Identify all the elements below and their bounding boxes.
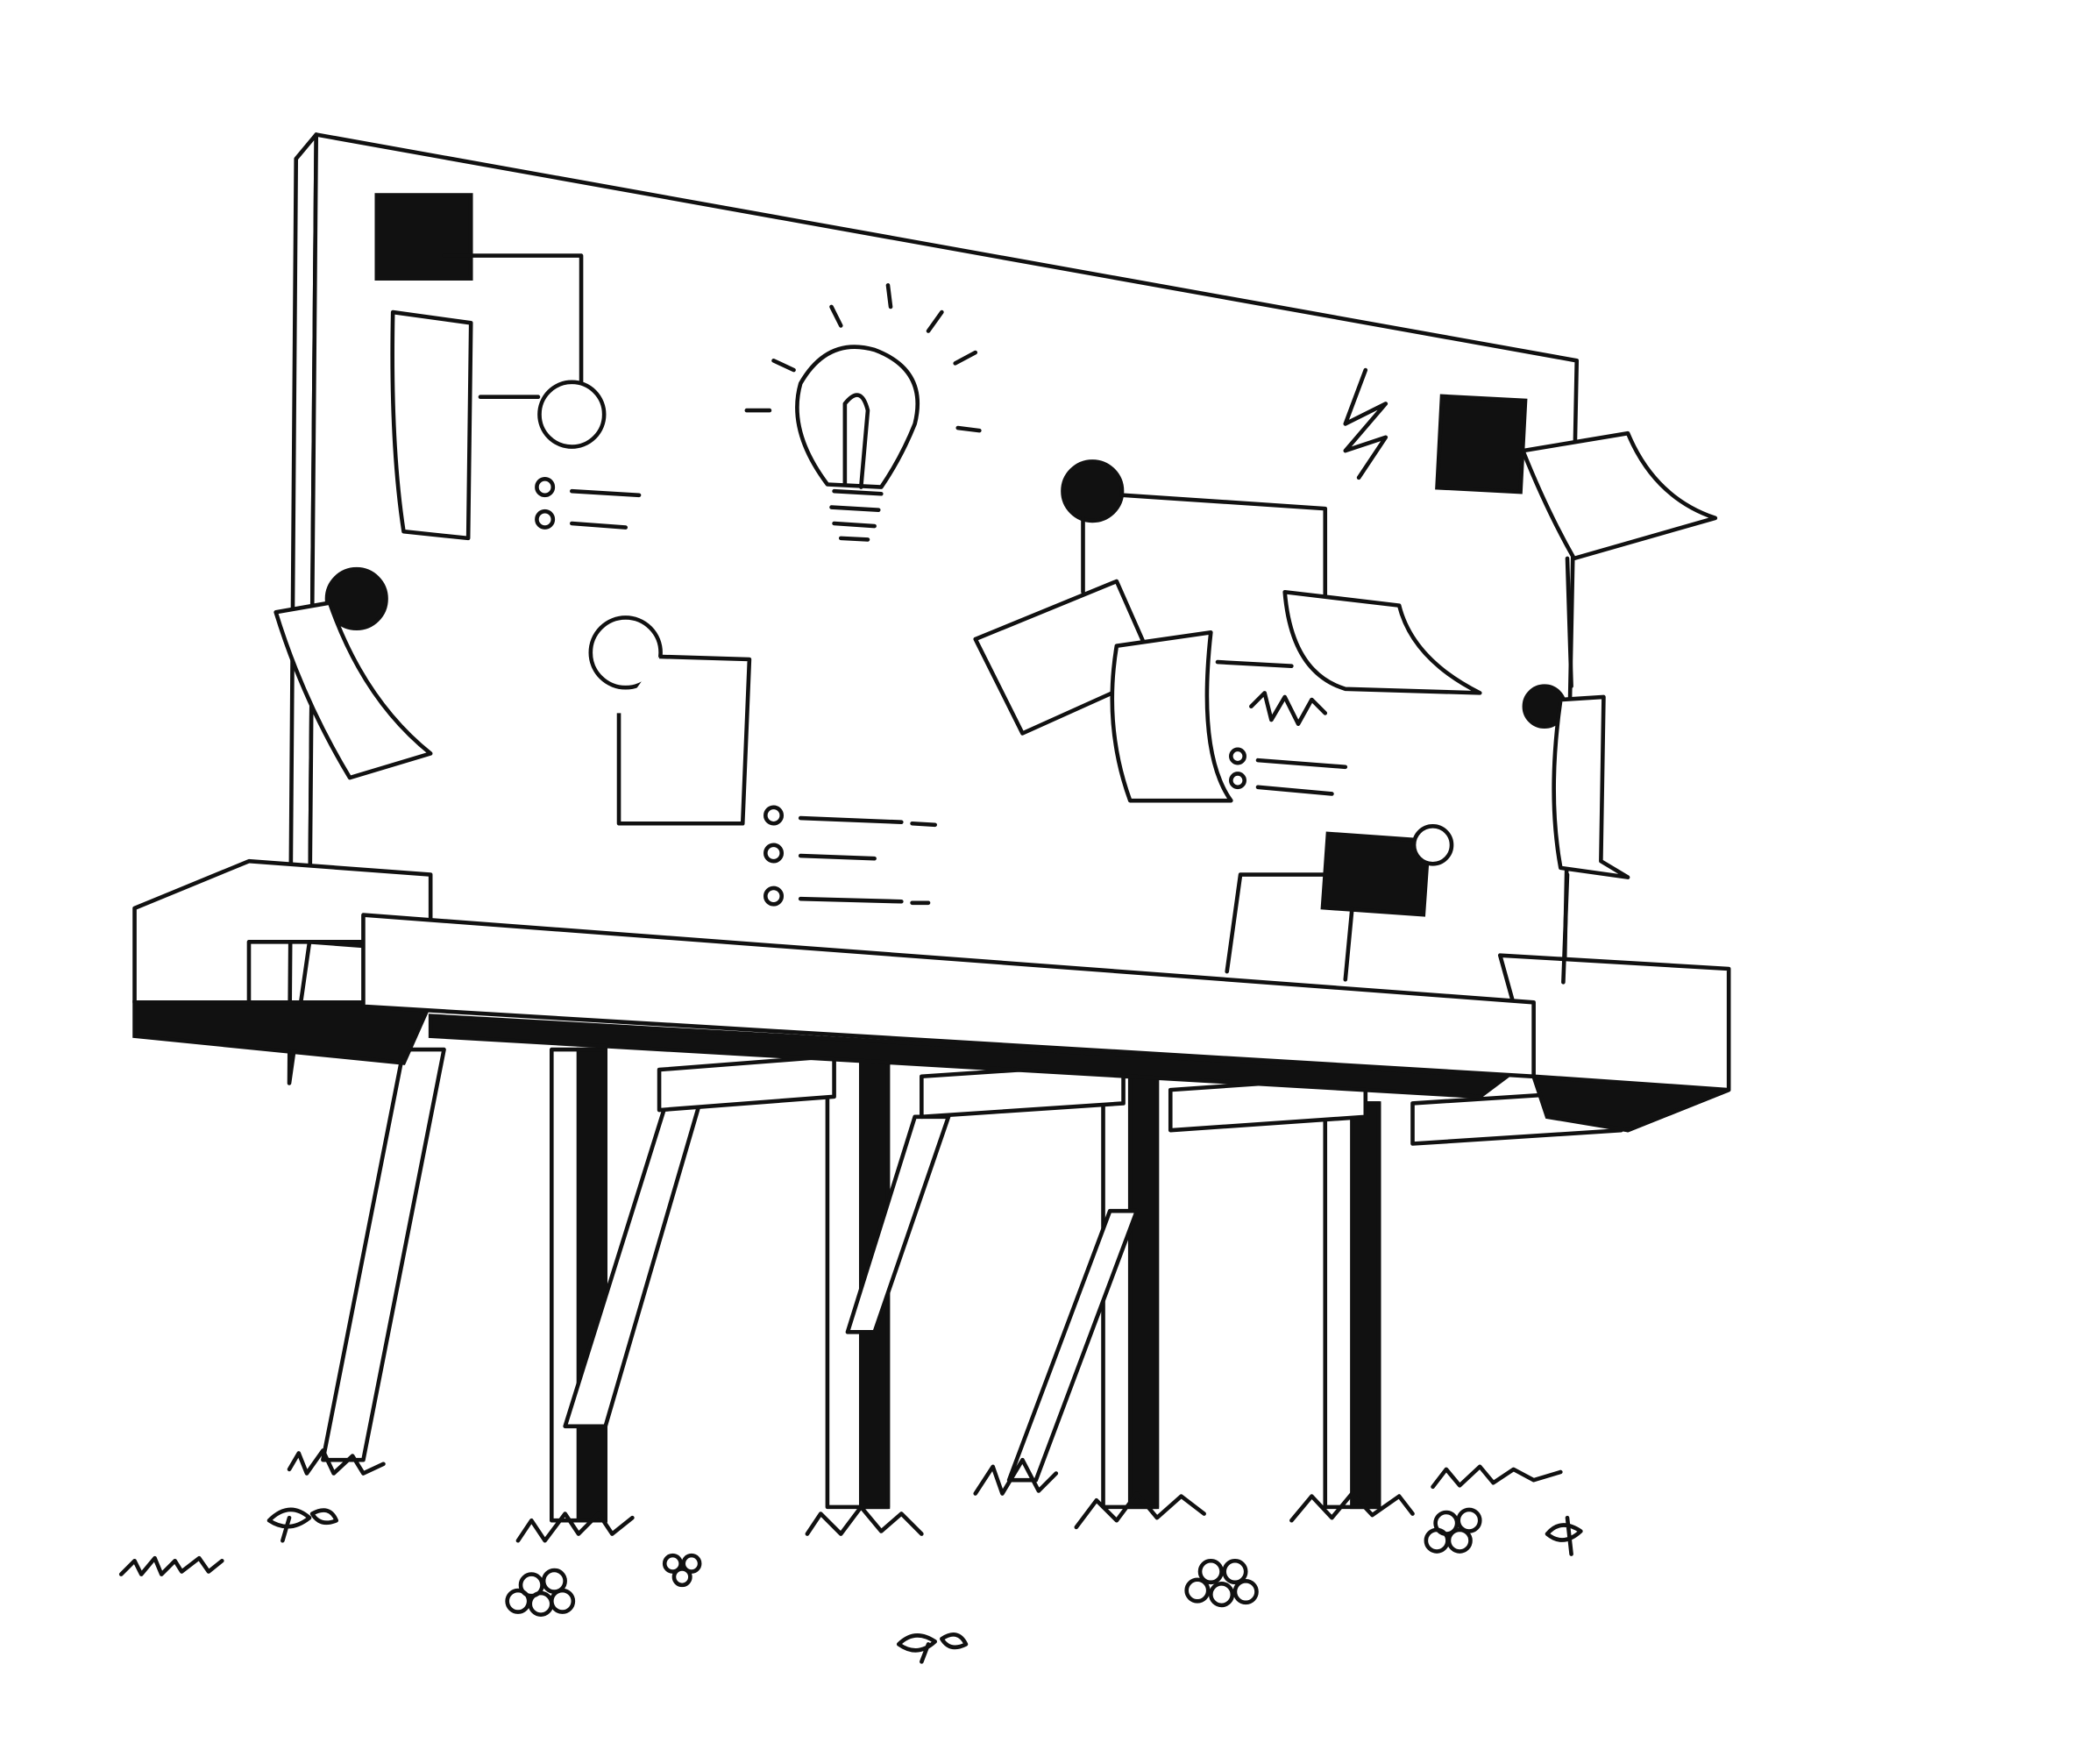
black-circle	[1061, 459, 1125, 523]
black-circle	[324, 566, 388, 631]
board-ledge	[132, 858, 1731, 1133]
grass-and-flowers	[118, 1448, 1583, 1664]
sticky-note	[1552, 694, 1630, 879]
leaf-icon	[1545, 1515, 1583, 1556]
circle-node	[588, 615, 663, 690]
leaf-icon	[896, 1632, 969, 1664]
sticky-note	[390, 309, 473, 541]
leaf-icon	[266, 1507, 339, 1543]
circle-node	[1411, 824, 1454, 866]
lightbulb-icon	[744, 283, 982, 542]
board-contents	[273, 193, 1718, 985]
flower-icon	[505, 1568, 576, 1617]
sticky-note	[1110, 630, 1233, 803]
circle-node	[537, 380, 607, 449]
ledge-front	[361, 913, 1536, 1079]
black-square	[374, 193, 473, 281]
sticky-note	[273, 601, 433, 780]
flower-icon	[1424, 1507, 1482, 1554]
sticky-note	[1282, 589, 1482, 695]
billboard-legs	[321, 1047, 1623, 1523]
curled-note	[1521, 430, 1718, 561]
black-square	[1320, 831, 1431, 917]
black-square	[1435, 394, 1528, 494]
flower-icon	[1184, 1558, 1259, 1608]
scribble	[1343, 367, 1388, 480]
flower-icon	[662, 1553, 702, 1588]
